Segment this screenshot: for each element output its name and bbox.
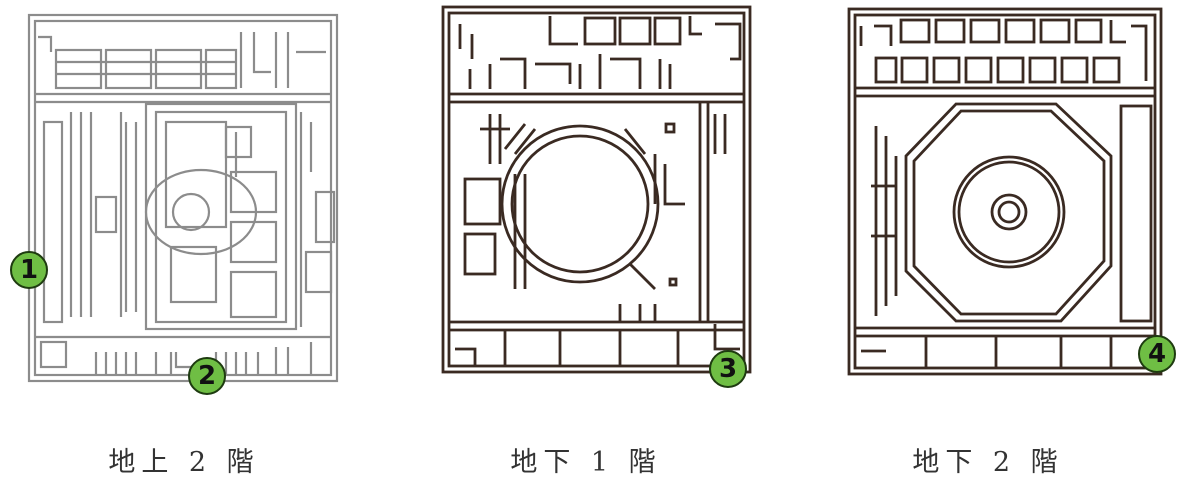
location-marker-4: 4 <box>1138 335 1176 373</box>
floor-plan-ground-2f-drawing <box>27 13 339 383</box>
location-marker-1: 1 <box>10 251 48 289</box>
caption-ground-2f: 地上 2 階 <box>108 447 260 478</box>
caption-basement-2f: 地下 2 階 <box>912 447 1064 478</box>
floor-plan-ground-2f <box>26 12 342 384</box>
floor-plan-basement-1f <box>440 4 754 376</box>
caption-basement-1f: 地下 1 階 <box>510 447 662 478</box>
location-marker-2: 2 <box>188 357 226 395</box>
floor-plan-basement-1f-drawing <box>441 5 752 374</box>
floor-plan-basement-2f-drawing <box>847 7 1163 376</box>
location-marker-3: 3 <box>709 350 747 388</box>
floor-plan-basement-2f <box>846 6 1164 378</box>
